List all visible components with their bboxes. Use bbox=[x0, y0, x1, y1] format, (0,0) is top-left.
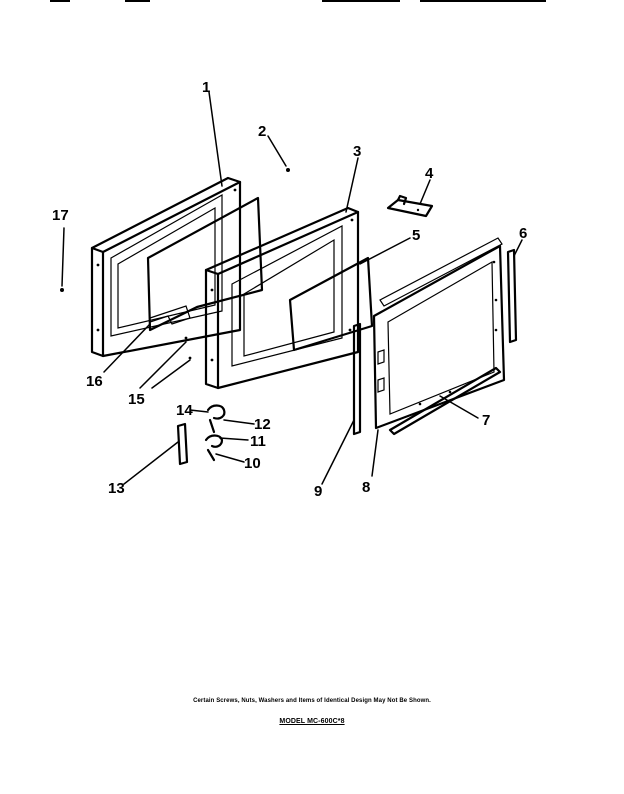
part-5-glass bbox=[288, 256, 374, 352]
part-9-left-strip bbox=[352, 322, 362, 436]
header-rule-right-a bbox=[322, 0, 400, 2]
part-13-handle bbox=[176, 422, 189, 466]
part-1-outer-frame bbox=[90, 176, 242, 358]
part-4-bracket bbox=[386, 194, 434, 218]
part-8-rear-frame bbox=[372, 237, 506, 430]
part-label-2: 2 bbox=[258, 123, 266, 140]
part-3-middle-frame bbox=[204, 206, 360, 390]
part-label-12: 12 bbox=[254, 416, 271, 433]
part-label-13: 13 bbox=[108, 480, 125, 497]
header-rule-left bbox=[50, 0, 70, 2]
part-label-16: 16 bbox=[86, 373, 103, 390]
part-label-7: 7 bbox=[482, 412, 490, 429]
part-labels: 1 2 3 4 5 6 7 8 9 10 11 12 13 14 15 16 1… bbox=[52, 79, 527, 500]
part-6-side-strip bbox=[506, 248, 518, 344]
part-label-8: 8 bbox=[362, 479, 370, 496]
part-label-5: 5 bbox=[412, 227, 420, 244]
header-rule-right-b bbox=[420, 0, 546, 2]
inner-glass-panel bbox=[146, 196, 264, 332]
part-7-bottom-strip bbox=[388, 366, 502, 436]
part-label-1: 1 bbox=[202, 79, 210, 96]
part-label-14: 14 bbox=[176, 402, 193, 419]
leader-lines bbox=[61, 91, 523, 485]
part-label-17: 17 bbox=[52, 207, 69, 224]
part-label-10: 10 bbox=[244, 455, 261, 472]
part-label-4: 4 bbox=[425, 165, 434, 182]
fasteners bbox=[60, 168, 290, 360]
part-label-6: 6 bbox=[519, 225, 527, 242]
header-rule-mid bbox=[125, 0, 150, 2]
part-label-3: 3 bbox=[353, 143, 361, 160]
part-label-15: 15 bbox=[128, 391, 145, 408]
part-label-11: 11 bbox=[250, 433, 266, 450]
model-number: MODEL MC-600C*8 bbox=[279, 718, 345, 725]
part-label-9: 9 bbox=[314, 483, 322, 500]
diagram-note: Certain Screws, Nuts, Washers and Items … bbox=[193, 698, 431, 704]
hinge-assembly bbox=[204, 404, 226, 462]
